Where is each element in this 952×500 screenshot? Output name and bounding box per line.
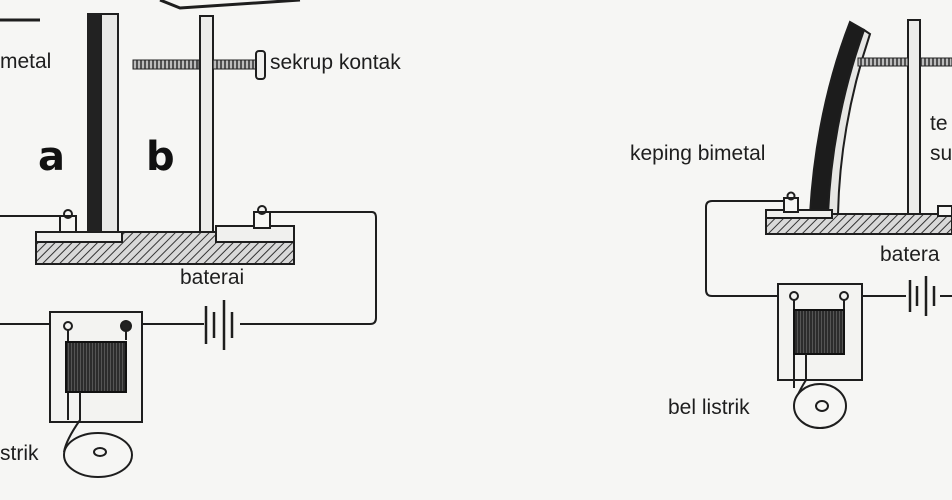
contact-post-b	[199, 15, 214, 233]
label-te: te	[930, 112, 948, 135]
label-battery-left: baterai	[180, 266, 245, 289]
label-bell-left: strik	[0, 442, 39, 465]
label-bimetal-left: metal	[0, 50, 52, 73]
battery-left	[204, 300, 234, 350]
label-battery-right: batera	[880, 243, 940, 266]
contact-post-right	[907, 19, 921, 215]
label-post-a: a	[38, 134, 65, 180]
right-diagram	[705, 19, 952, 429]
label-su: su	[930, 142, 952, 165]
battery-right	[908, 276, 936, 316]
electric-bell-left	[49, 311, 143, 478]
label-post-b: b	[146, 134, 175, 180]
label-bell-right: bel listrik	[668, 396, 750, 419]
left-diagram	[0, 0, 377, 478]
label-contact-screw: sekrup kontak	[270, 51, 401, 74]
label-bimetal-right: keping bimetal	[630, 142, 766, 165]
contact-screw	[132, 50, 266, 80]
bimetal-strip-right	[808, 20, 872, 215]
electric-bell-right	[777, 283, 863, 429]
bimetal-strip-left	[87, 13, 119, 233]
